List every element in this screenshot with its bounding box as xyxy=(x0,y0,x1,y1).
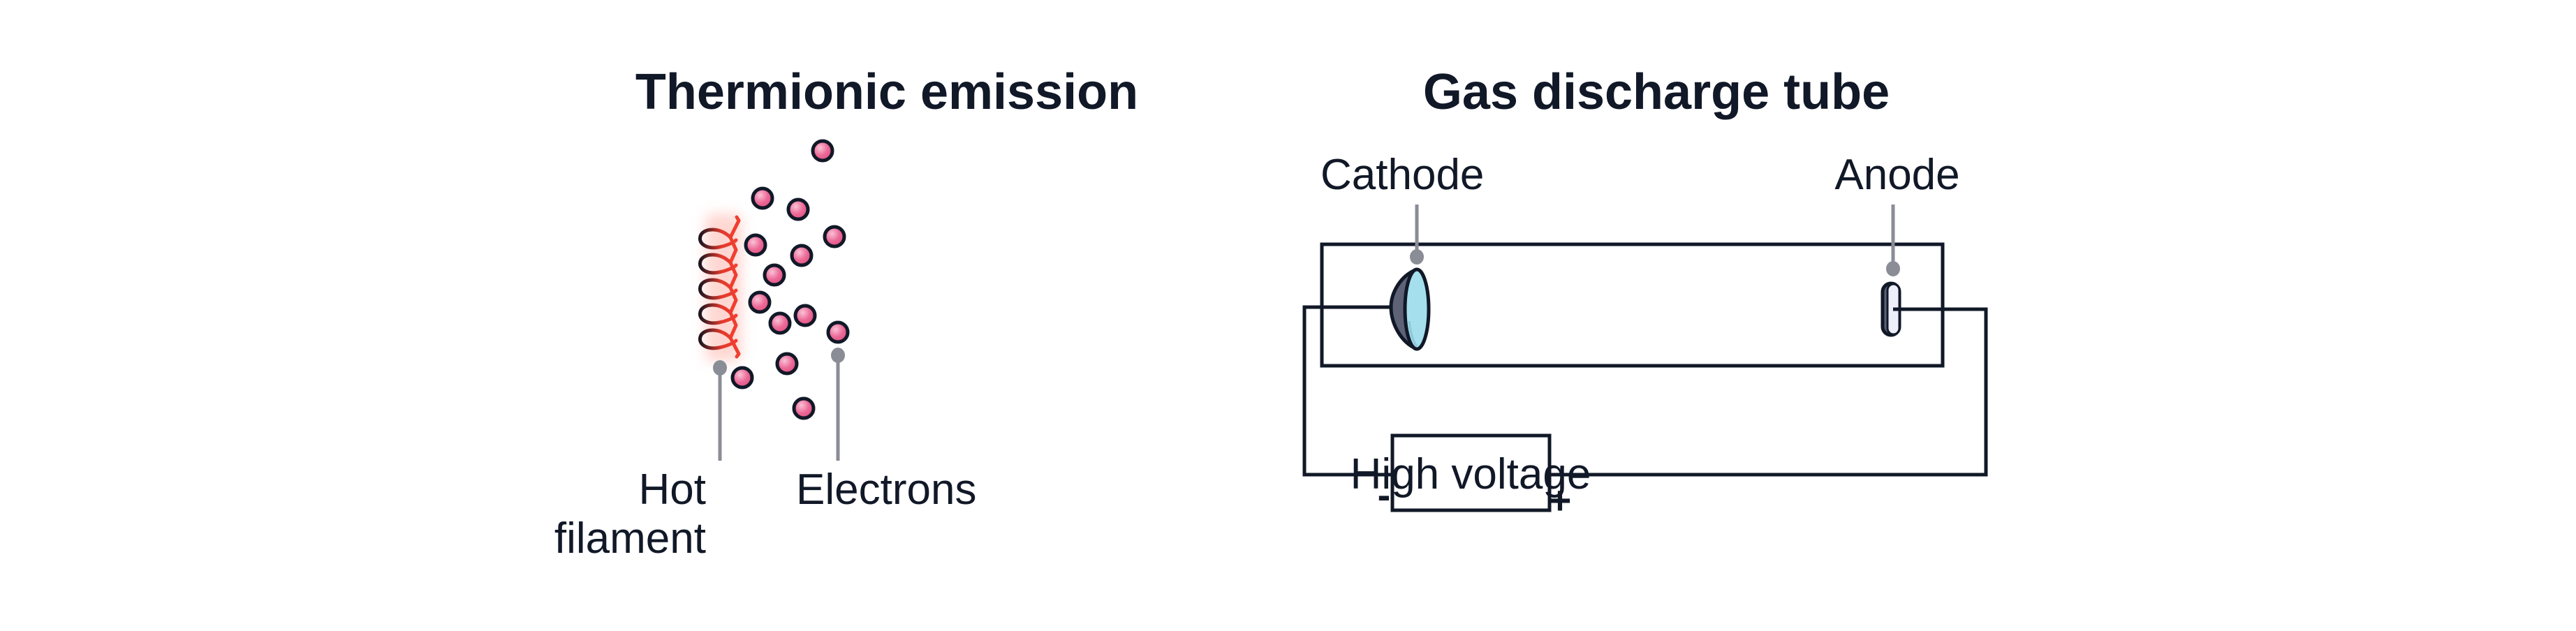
hot-filament-label-line1: Hot xyxy=(639,466,706,514)
electron xyxy=(744,233,767,257)
electron xyxy=(826,320,850,344)
electrons-label: Electrons xyxy=(796,466,976,514)
cathode-pointer xyxy=(1410,205,1424,265)
negative-terminal-sign: - xyxy=(1378,473,1391,517)
anode-electrode-icon xyxy=(1881,281,1906,337)
electron xyxy=(786,198,810,221)
high-voltage-label: High voltage xyxy=(1350,450,1591,498)
pointer-dot-icon xyxy=(713,360,727,376)
electron xyxy=(793,304,817,327)
electrons-pointer xyxy=(831,348,845,461)
high-voltage-supply: High voltage - + xyxy=(1350,433,1591,522)
electron xyxy=(811,139,834,163)
gas-tube-panel: Gas discharge tube Cathode Anode xyxy=(1302,64,1988,522)
electron xyxy=(763,263,786,287)
positive-terminal-sign: + xyxy=(1549,478,1572,522)
electron xyxy=(751,186,774,210)
electron xyxy=(823,225,846,248)
electron xyxy=(730,366,754,389)
thermionic-title: Thermionic emission xyxy=(635,64,1138,120)
pointer-dot-icon xyxy=(1886,261,1900,276)
electron xyxy=(768,311,792,335)
hot-filament-pointer xyxy=(713,360,727,461)
anode-label: Anode xyxy=(1834,151,1959,199)
high-voltage-box xyxy=(1390,433,1552,512)
cathode-label: Cathode xyxy=(1320,151,1484,199)
pointer-dot-icon xyxy=(1410,249,1424,265)
circuit-wire-positive xyxy=(1549,307,1988,477)
discharge-tube xyxy=(1320,242,1945,368)
anode-pointer xyxy=(1886,205,1900,276)
filament-coil-icon xyxy=(698,215,741,359)
thermionic-panel: Thermionic emission xyxy=(554,64,1138,563)
gas-tube-title: Gas discharge tube xyxy=(1423,64,1890,120)
electron xyxy=(748,290,772,314)
electron xyxy=(792,396,816,420)
electron xyxy=(775,352,799,376)
hot-filament-label-line2: filament xyxy=(554,514,706,563)
electron xyxy=(790,244,814,267)
cathode-electrode-icon xyxy=(1389,267,1431,351)
electrons-group xyxy=(730,139,850,420)
pointer-dot-icon xyxy=(831,348,845,363)
circuit-wire-negative xyxy=(1302,305,1393,477)
